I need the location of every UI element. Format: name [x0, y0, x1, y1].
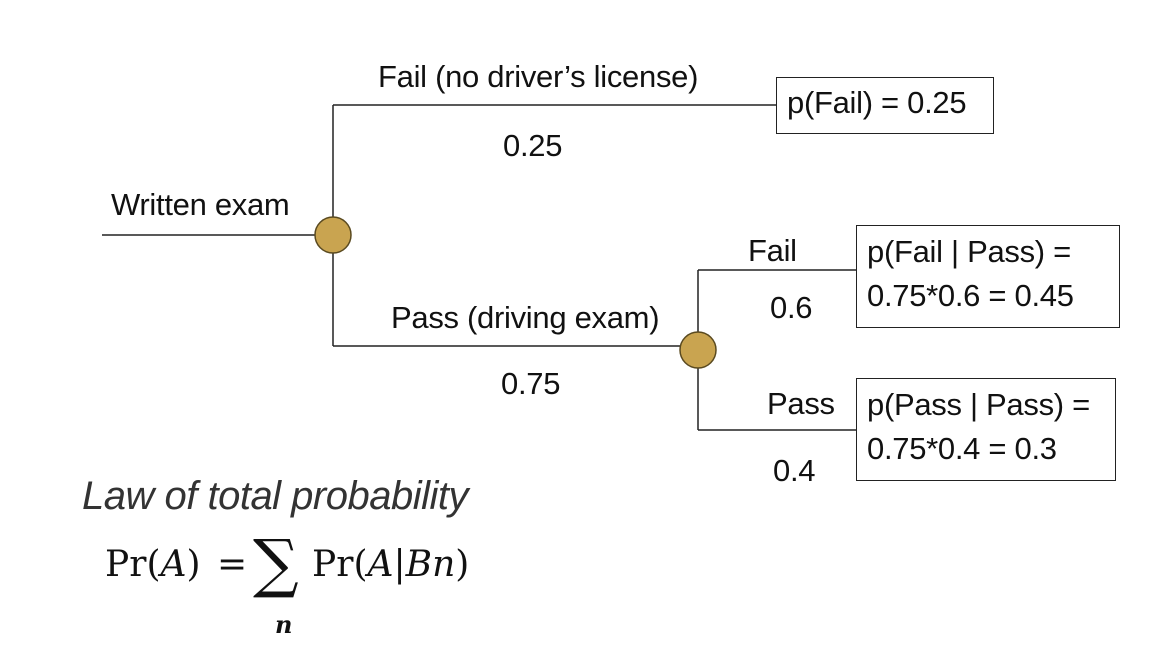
- lhs-arg: A: [160, 544, 187, 585]
- law-title: Law of total probability: [82, 474, 469, 518]
- fail-result-box: p(Fail) = 0.25: [776, 77, 994, 134]
- chance-node-driving-exam: [679, 331, 717, 369]
- sub-fail-result-box: p(Fail | Pass) = 0.75*0.6 = 0.45: [856, 225, 1120, 328]
- pass-branch-label: Pass (driving exam): [391, 300, 660, 335]
- sub-fail-result-line1: p(Fail | Pass) =: [867, 234, 1071, 269]
- sub-fail-label: Fail: [748, 233, 797, 268]
- sub-fail-prob: 0.6: [770, 290, 813, 325]
- sub-pass-result-line2: 0.75*0.4 = 0.3: [867, 431, 1057, 466]
- chance-node-written-exam: [314, 216, 352, 254]
- sub-pass-result-box: p(Pass | Pass) = 0.75*0.4 = 0.3: [856, 378, 1116, 481]
- sub-pass-label: Pass: [767, 386, 835, 421]
- sub-pass-prob: 0.4: [773, 453, 816, 488]
- sum-index: n: [275, 610, 293, 639]
- rhs-func: Pr: [312, 544, 354, 585]
- rhs-arg: A|Bn: [367, 544, 456, 585]
- sub-pass-result-line1: p(Pass | Pass) =: [867, 387, 1090, 422]
- fail-branch-prob: 0.25: [503, 128, 563, 163]
- root-label: Written exam: [111, 187, 290, 222]
- lhs-func: Pr: [105, 544, 147, 585]
- fail-result-text: p(Fail) = 0.25: [787, 85, 967, 120]
- pass-branch-prob: 0.75: [501, 366, 561, 401]
- sub-fail-result-line2: 0.75*0.6 = 0.45: [867, 278, 1074, 313]
- formula-lhs: Pr(A): [105, 544, 201, 585]
- formula-rhs: Pr(A|Bn): [312, 544, 470, 585]
- fail-branch-label: Fail (no driver’s license): [378, 59, 699, 94]
- summation-sigma: ∑: [253, 527, 299, 601]
- formula-equals: =: [217, 544, 248, 585]
